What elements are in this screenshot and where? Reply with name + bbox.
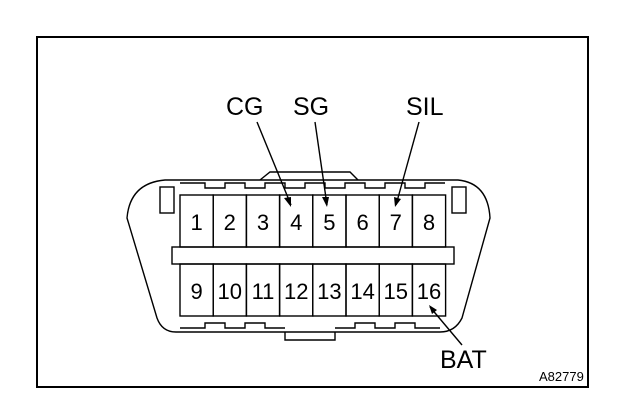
top-key-notch <box>259 171 359 181</box>
leader-sil <box>395 121 420 206</box>
pin-number-11: 11 <box>252 279 275 304</box>
row-separator <box>171 246 455 265</box>
bottom-crenellation <box>180 322 440 329</box>
right-latch <box>451 186 467 214</box>
pin-number-13: 13 <box>317 279 341 304</box>
leader-sg <box>314 121 328 206</box>
label-sil: SIL <box>406 93 444 121</box>
pin-number-6: 6 <box>356 210 368 235</box>
pin-number-1: 1 <box>190 210 202 235</box>
label-bat: BAT <box>440 346 487 374</box>
pin-number-15: 15 <box>384 279 408 304</box>
arrowhead-sg <box>322 197 329 207</box>
pin-number-16: 16 <box>417 279 441 304</box>
arrowhead-cg <box>284 197 291 207</box>
pin-number-4: 4 <box>290 210 302 235</box>
pin-number-8: 8 <box>423 210 435 235</box>
pin-number-9: 9 <box>190 279 202 304</box>
pin-number-2: 2 <box>224 210 236 235</box>
arrowhead-sil <box>394 197 401 207</box>
bottom-key-tab <box>284 332 336 341</box>
label-cg: CG <box>226 93 264 121</box>
pin-number-12: 12 <box>284 279 308 304</box>
pin-cell-16 <box>411 263 447 317</box>
label-sg: SG <box>293 93 329 121</box>
pin-number-5: 5 <box>323 210 335 235</box>
figure-code: A82779 <box>539 369 584 384</box>
pin-number-10: 10 <box>218 279 242 304</box>
pin-number-7: 7 <box>390 210 402 235</box>
pin-number-14: 14 <box>350 279 374 304</box>
pin-row-bottom: 9 10 11 12 13 14 15 16 <box>179 263 447 317</box>
left-latch <box>159 186 175 214</box>
leader-bat <box>429 306 463 346</box>
top-crenellation <box>180 182 445 189</box>
connector-housing <box>126 179 491 333</box>
pin-number-3: 3 <box>257 210 269 235</box>
arrowhead-bat <box>429 305 437 314</box>
leader-cg <box>256 121 292 206</box>
